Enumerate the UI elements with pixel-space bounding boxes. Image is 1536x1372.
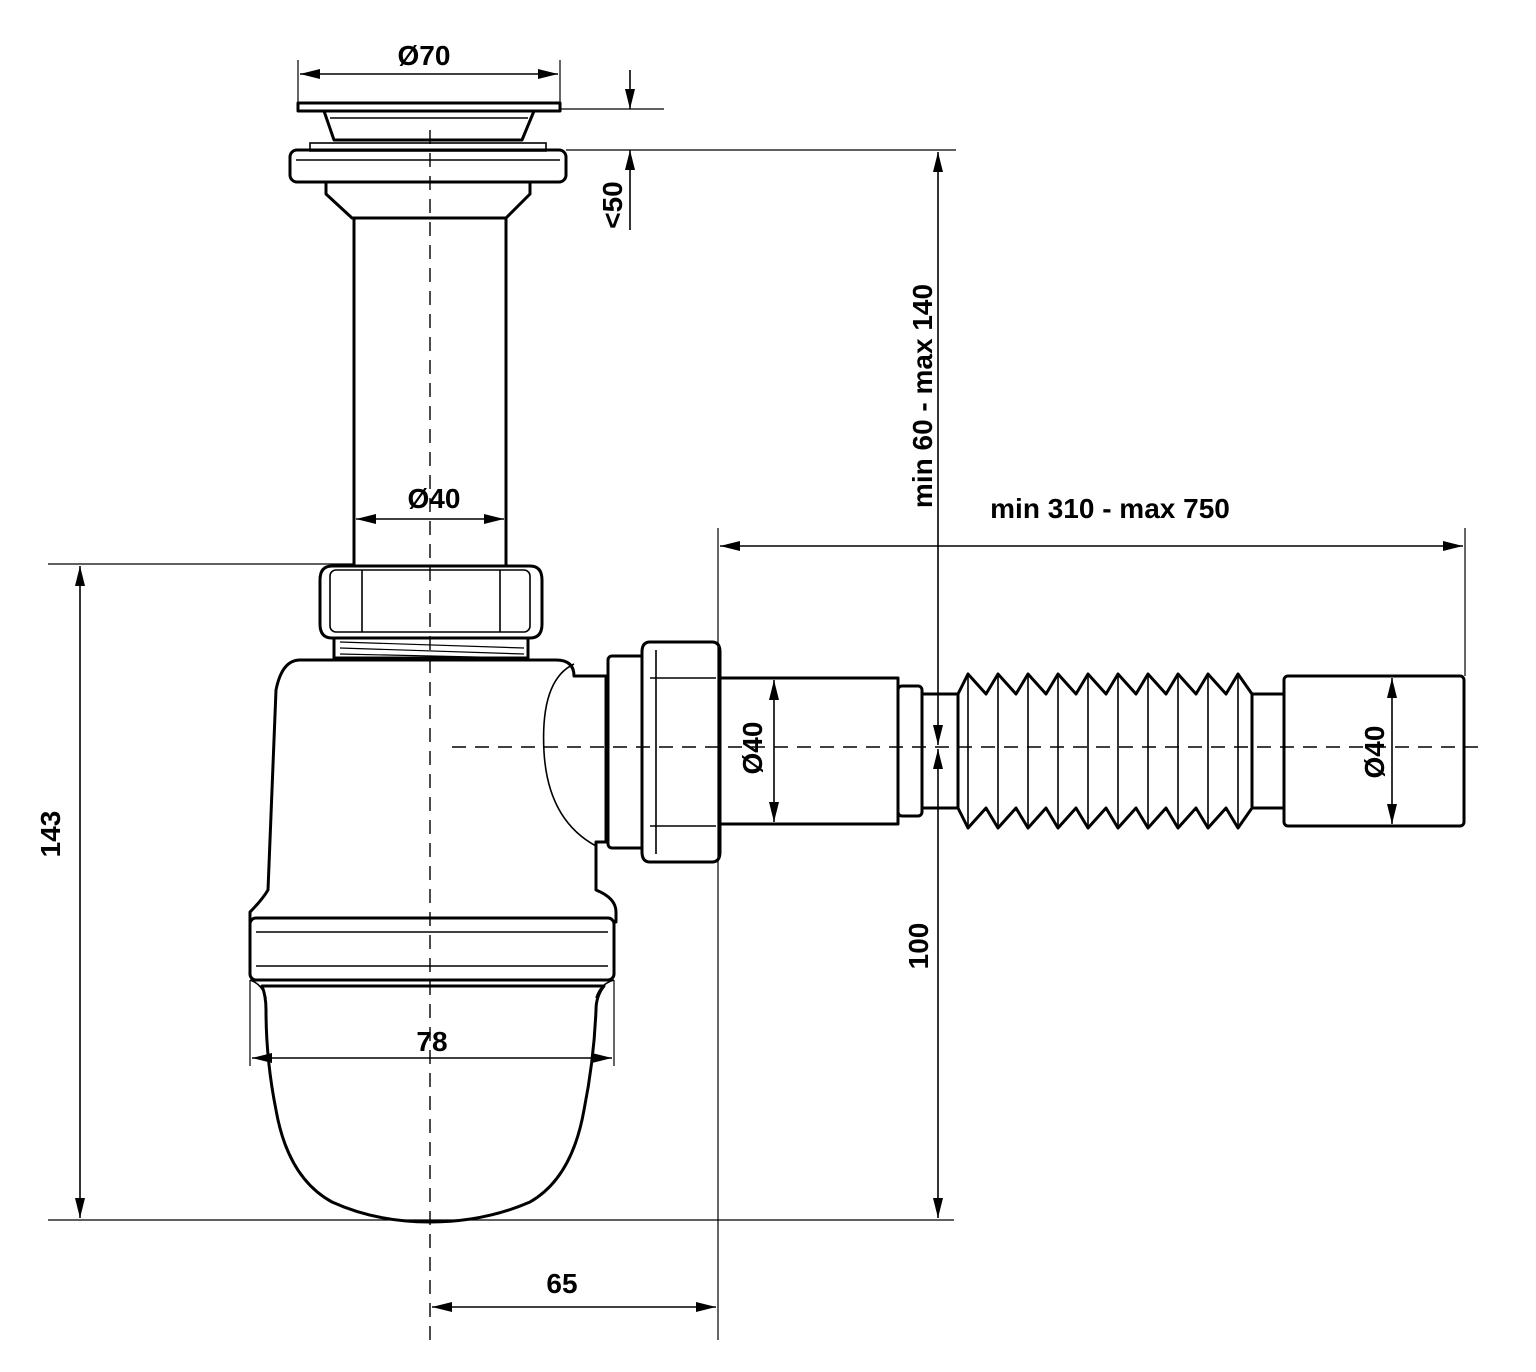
label-flange-thickness: <50 [597, 181, 628, 229]
flange-ring [288, 148, 568, 184]
bottle-band [248, 916, 616, 982]
hose-end-sleeve [1282, 674, 1466, 828]
label-outlet-diameter: Ø40 [737, 722, 768, 775]
label-bottle-diameter: 78 [416, 1026, 447, 1057]
label-outlet-height: 100 [903, 923, 934, 970]
upper-union-nut [318, 564, 544, 640]
label-tailpiece-diameter: Ø40 [408, 483, 461, 514]
center-lines [429, 130, 1480, 1340]
bottle-lower-cup [260, 984, 606, 1224]
outlet-pipe [718, 676, 900, 826]
dimension-labels: Ø70 <50 Ø40 min 60 - max 140 min 310 - m… [35, 40, 1390, 1299]
label-height-range: min 60 - max 140 [907, 284, 938, 508]
label-hose-length-range: min 310 - max 750 [990, 493, 1230, 524]
outlet-union-nut [640, 640, 722, 864]
label-total-height: 143 [35, 811, 66, 858]
label-hose-end-diameter: Ø40 [1359, 726, 1390, 779]
label-flange-diameter: Ø70 [398, 40, 451, 71]
flange-funnel [324, 180, 532, 220]
strainer-cup [322, 109, 536, 142]
dimension-lines [75, 69, 1463, 1312]
label-outlet-offset: 65 [546, 1268, 577, 1299]
siphon-body [248, 101, 618, 1224]
extension-lines [48, 60, 1466, 1340]
bottle-upper-body [248, 658, 618, 924]
